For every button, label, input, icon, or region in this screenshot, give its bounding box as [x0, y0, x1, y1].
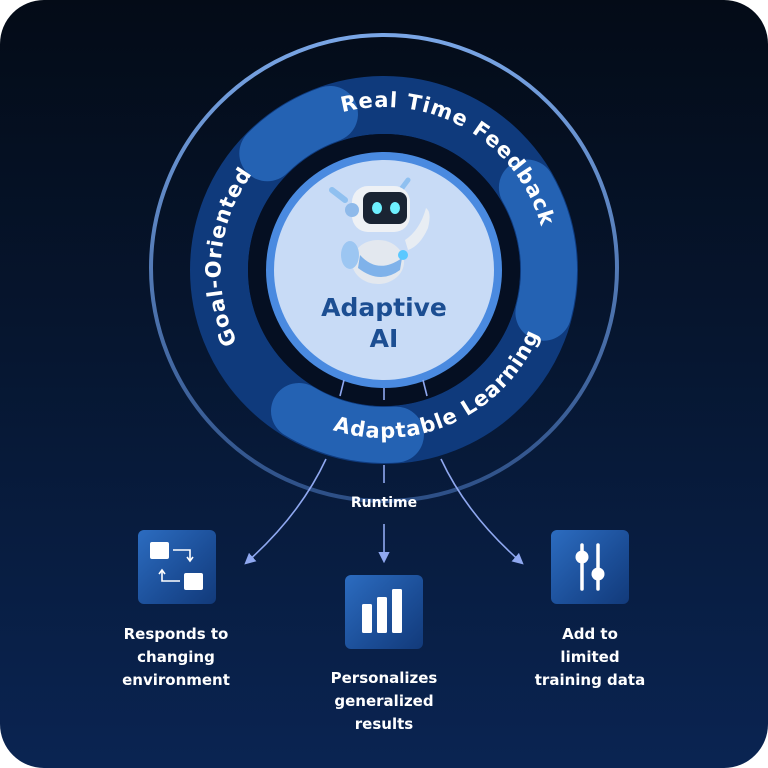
label-line: training data: [534, 671, 646, 689]
workflow-cycle-tile: [138, 530, 216, 604]
band-segment-bottom: [271, 383, 424, 463]
connectors: [244, 379, 524, 565]
center-title: Adaptive AI: [284, 292, 484, 354]
bar-chart-icon: [362, 589, 402, 633]
bar-chart-tile: [345, 575, 423, 649]
label-line: changing: [137, 648, 215, 666]
runtime-label: Runtime: [350, 495, 418, 511]
workflow-cycle-icon: [150, 542, 203, 590]
label-line: results: [354, 715, 414, 733]
center-title-line2: AI: [369, 324, 399, 353]
outcome-label-responds: Responds to changing environment: [86, 623, 266, 692]
band-segment-top-left: [239, 86, 358, 182]
outcome-label-personalizes: Personalizes generalized results: [294, 667, 474, 736]
sliders-tile: [551, 530, 629, 604]
label-line: Add to: [562, 625, 618, 643]
center-title-line1: Adaptive: [321, 293, 447, 322]
arrow-right: [440, 458, 524, 565]
outcome-label-add-to: Add to limited training data: [500, 623, 680, 692]
label-line: environment: [122, 671, 230, 689]
label-line: generalized: [334, 692, 434, 710]
arrow-left: [244, 458, 327, 565]
label-line: Responds to: [123, 625, 229, 643]
band-segment-right: [498, 159, 577, 341]
label-line: Personalizes: [330, 669, 438, 687]
robot-icon: [329, 177, 430, 284]
label-line: limited: [560, 648, 620, 666]
outer-ring: [149, 33, 619, 503]
sliders-icon: [575, 543, 605, 591]
